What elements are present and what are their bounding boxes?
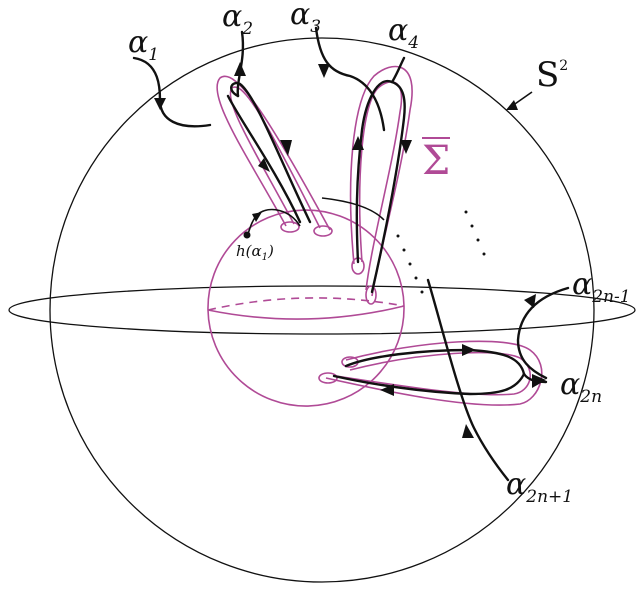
sigma-label: Σ — [422, 138, 450, 184]
alpha2n-1-label: α2n-1 — [572, 267, 631, 307]
alpha2n-bottom — [332, 372, 526, 396]
alpha2n-1-arrow — [524, 294, 536, 308]
band-3-outer — [325, 340, 543, 406]
alpha3-label: α3 — [290, 0, 321, 37]
dot — [408, 262, 412, 266]
alpha2n-arrow-top — [462, 344, 476, 356]
sphere-equator — [8, 285, 636, 335]
alpha2-arrow-band-2 — [258, 158, 270, 172]
dot — [464, 210, 468, 214]
alpha4-label: α4 — [388, 13, 419, 53]
dot — [402, 248, 406, 252]
back-arc — [321, 197, 385, 221]
dot — [396, 234, 400, 238]
alpha4-left — [355, 79, 394, 264]
alpha4-entry — [390, 56, 406, 84]
alpha2-label: α2 — [222, 0, 253, 39]
alpha3-arrow — [318, 64, 330, 78]
dot — [420, 290, 424, 294]
h-alpha1-point — [243, 231, 251, 239]
alpha1-arrow — [154, 98, 166, 110]
alpha4-arrow-down — [400, 140, 412, 154]
band-1-foot-left — [280, 221, 300, 233]
band-1-outer — [216, 75, 331, 231]
h-alpha1-label: h(α1) — [236, 242, 274, 263]
alpha3-curve — [314, 26, 386, 132]
alpha2n-1-curve — [516, 286, 570, 380]
alpha2-arrow-band — [280, 140, 292, 156]
alpha2n-label: α2n — [560, 367, 602, 407]
alpha2n-arrow-bottom — [380, 384, 394, 396]
alpha2-left — [226, 94, 302, 224]
dot — [482, 252, 486, 256]
alpha2-right — [230, 81, 312, 224]
alpha1-label: α1 — [128, 25, 159, 65]
alpha4-arrow-up — [352, 136, 364, 150]
sphere-label: S2 — [536, 55, 568, 95]
dot — [414, 276, 418, 280]
alpha2n-arrow-end — [532, 374, 546, 388]
h-alpha1-arrow — [252, 212, 262, 222]
dot — [476, 238, 480, 242]
band-2-foot-bottom — [365, 285, 377, 305]
sphere-outline — [49, 37, 595, 583]
alpha2n+1-label: α2n+1 — [506, 467, 573, 507]
inner-sphere-equator-front — [207, 305, 405, 320]
alpha2n+1-arrow — [462, 424, 474, 438]
sphere-pointer-arrow — [506, 100, 518, 110]
dot — [470, 224, 474, 228]
alpha2-arrow-top — [234, 62, 246, 76]
band-1-foot-right — [313, 225, 333, 237]
band-3-foot-bottom — [318, 372, 338, 384]
inner-sphere-equator-back — [207, 297, 405, 311]
alpha2n+1-curve — [426, 278, 510, 482]
